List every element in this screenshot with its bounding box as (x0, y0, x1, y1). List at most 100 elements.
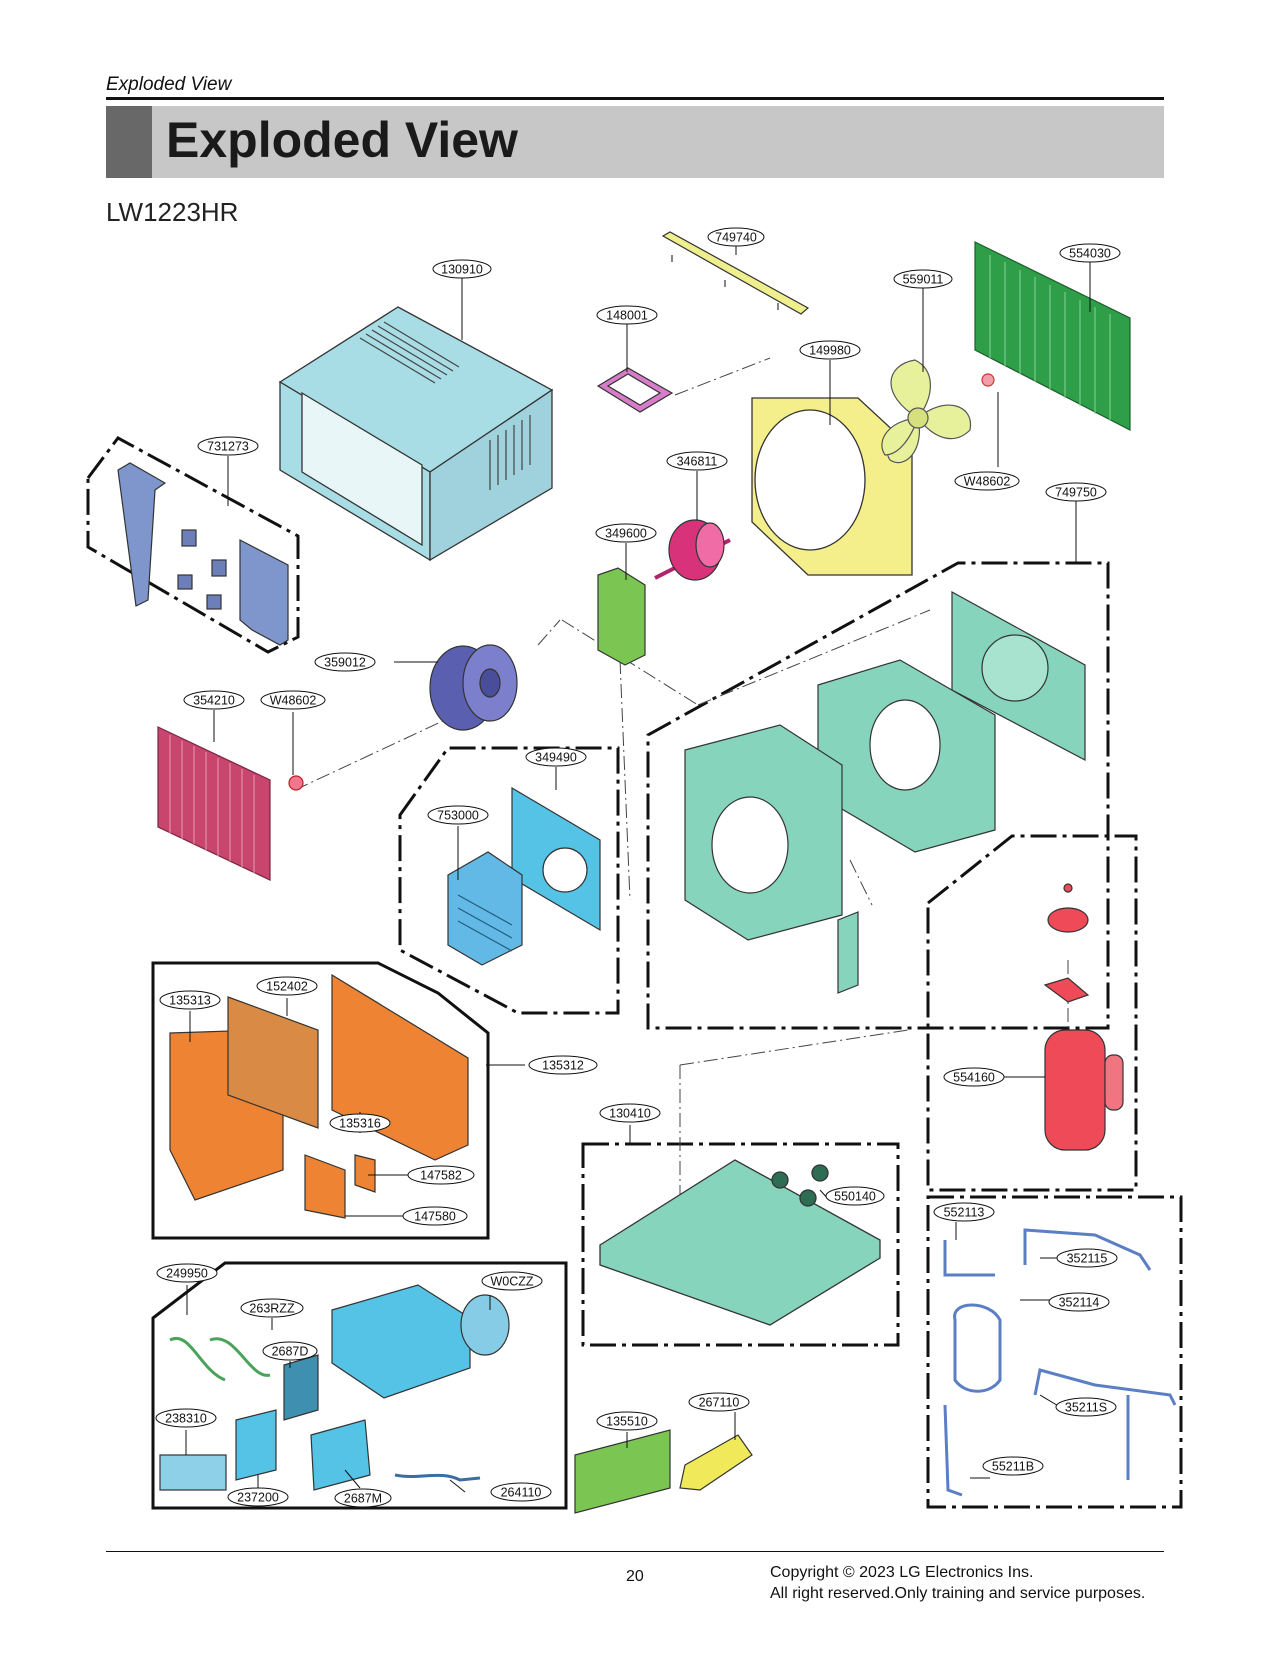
group-border-side-guide (86, 436, 300, 654)
condenser-554030 (974, 241, 1131, 431)
svg-text:731273: 731273 (207, 440, 249, 454)
fan-559011 (881, 359, 995, 464)
part-label-135510: 135510 (596, 1411, 658, 1431)
part-label-359012: 359012 (314, 652, 376, 672)
side-guide-731273 (117, 462, 289, 646)
svg-text:W48602: W48602 (270, 694, 317, 708)
svg-text:267110: 267110 (699, 1396, 740, 1410)
svg-text:135313: 135313 (169, 994, 211, 1008)
group-border-base-pan (581, 1142, 900, 1347)
part-label-W48602-evap: W48602 (260, 690, 326, 710)
part-label-554160: 554160 (943, 1067, 1005, 1087)
part-label-346811: 346811 (666, 451, 728, 471)
svg-text:749740: 749740 (715, 231, 757, 245)
part-label-249950: 249950 (156, 1263, 218, 1283)
part-label-152402: 152402 (256, 976, 318, 996)
svg-text:152402: 152402 (266, 980, 308, 994)
part-label-W0CZZ: W0CZZ (481, 1271, 543, 1291)
svg-text:249950: 249950 (166, 1267, 208, 1281)
svg-text:237200: 237200 (237, 1491, 279, 1505)
part-label-354210: 354210 (183, 690, 245, 710)
part-label-147582: 147582 (407, 1165, 475, 1185)
svg-text:264110: 264110 (501, 1486, 542, 1500)
svg-text:238310: 238310 (165, 1412, 207, 1426)
base-pan-130410 (599, 1159, 881, 1326)
part-label-130910: 130910 (432, 259, 492, 279)
part-label-552113: 552113 (933, 1202, 995, 1222)
control-plate-349490 (511, 786, 601, 932)
group-border-control-box (398, 746, 620, 1015)
part-label-35211S: 35211S (1055, 1397, 1117, 1417)
svg-text:263RZZ: 263RZZ (249, 1302, 295, 1316)
svg-text:135510: 135510 (606, 1415, 648, 1429)
svg-text:352114: 352114 (1059, 1296, 1100, 1310)
svg-text:35211S: 35211S (1065, 1401, 1107, 1415)
part-label-753000: 753000 (427, 805, 489, 825)
footer-rule (106, 1551, 1164, 1552)
part-label-554030: 554030 (1059, 243, 1121, 263)
group-border-compressor (926, 834, 1138, 1192)
svg-text:346811: 346811 (677, 455, 718, 469)
svg-text:559011: 559011 (903, 273, 944, 287)
part-label-237200: 237200 (227, 1487, 289, 1507)
part-label-267110: 267110 (688, 1392, 750, 1412)
part-label-2687M: 2687M (334, 1488, 392, 1508)
part-label-130410: 130410 (599, 1103, 661, 1123)
part-label-731273: 731273 (197, 436, 259, 456)
svg-text:55211B: 55211B (992, 1460, 1034, 1474)
part-label-263RZZ: 263RZZ (240, 1298, 304, 1318)
part-label-W48602-fan: W48602 (954, 471, 1020, 491)
svg-text:2687M: 2687M (344, 1492, 382, 1506)
part-label-148001: 148001 (596, 305, 658, 325)
group-border-pipes (926, 1195, 1183, 1509)
part-label-149980: 149980 (799, 340, 861, 360)
svg-text:147580: 147580 (414, 1210, 456, 1224)
svg-text:2687D: 2687D (272, 1345, 309, 1359)
evaporator-354210 (157, 726, 304, 881)
part-label-559011: 559011 (893, 269, 953, 289)
svg-text:359012: 359012 (324, 656, 366, 670)
model-number: LW1223HR (106, 197, 239, 227)
copyright-line-2: All right reserved.Only training and ser… (770, 1585, 1146, 1602)
svg-text:349600: 349600 (605, 527, 647, 541)
header-caption: Exploded View (106, 74, 232, 95)
fan-motor-346811 (654, 519, 731, 581)
part-labels: 749740 554030 130910 559011 148001 14998… (155, 227, 1121, 1508)
svg-text:554030: 554030 (1069, 247, 1111, 261)
svg-text:149980: 149980 (809, 344, 851, 358)
part-label-135316: 135316 (329, 1113, 391, 1133)
svg-text:550140: 550140 (834, 1190, 876, 1204)
svg-text:554160: 554160 (953, 1071, 995, 1085)
part-label-55211B: 55211B (982, 1456, 1044, 1476)
svg-text:W0CZZ: W0CZZ (490, 1275, 533, 1289)
compressor-554160 (1043, 883, 1124, 1151)
part-label-135313: 135313 (159, 990, 221, 1010)
group-border-front-grille (151, 961, 490, 1240)
svg-text:349490: 349490 (535, 751, 577, 765)
copyright-line-1: Copyright © 2023 LG Electronics Ins. (770, 1564, 1034, 1581)
part-label-352114: 352114 (1048, 1292, 1110, 1312)
control-assembly-753000 (447, 851, 523, 966)
svg-text:753000: 753000 (437, 809, 479, 823)
part-label-349490: 349490 (525, 747, 587, 767)
part-label-550140: 550140 (825, 1186, 885, 1206)
group-border-shroud (646, 561, 1110, 1030)
top-rail-749740 (661, 231, 810, 315)
svg-text:352115: 352115 (1067, 1252, 1108, 1266)
part-label-352115: 352115 (1056, 1248, 1118, 1268)
part-label-349600: 349600 (595, 523, 657, 543)
svg-text:130910: 130910 (441, 263, 483, 277)
blower-wheel-359012 (429, 644, 518, 731)
part-label-749750: 749750 (1045, 482, 1107, 502)
part-label-2687D: 2687D (262, 1341, 318, 1361)
part-label-749740: 749740 (707, 227, 765, 247)
part-label-135312: 135312 (528, 1055, 598, 1075)
leader-lines (185, 244, 1091, 1493)
svg-text:552113: 552113 (944, 1206, 985, 1220)
title-bar: Exploded View (106, 106, 1164, 178)
part-label-147580: 147580 (402, 1206, 468, 1226)
misc-parts (574, 1429, 753, 1514)
svg-text:135312: 135312 (542, 1059, 584, 1073)
page-number: 20 (626, 1568, 644, 1585)
